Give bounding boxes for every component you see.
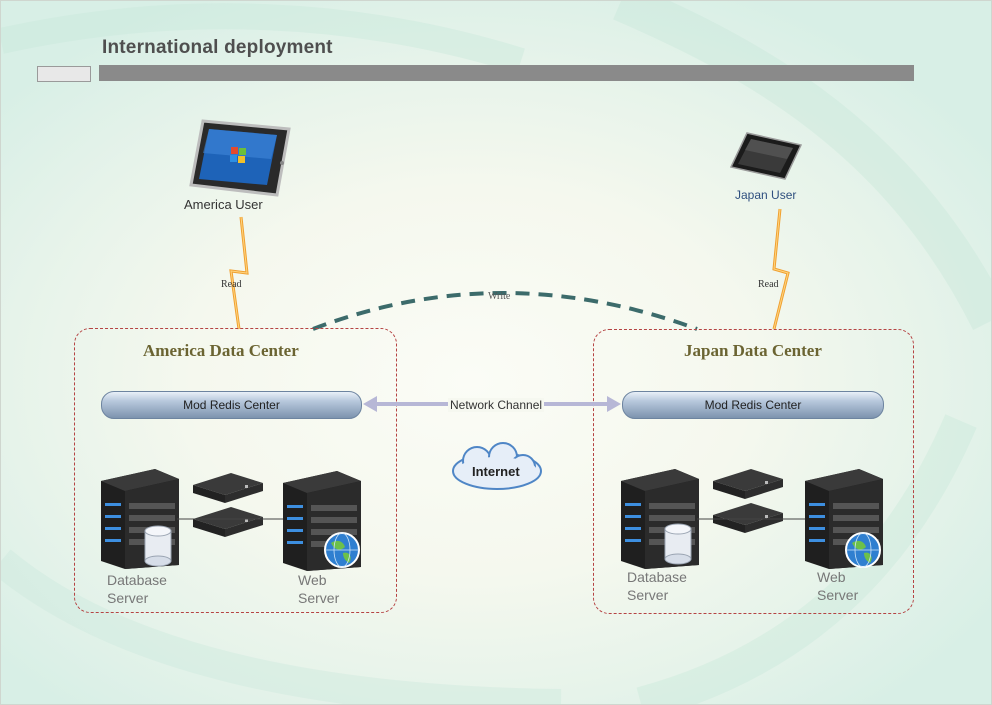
america-switch-icon: [193, 473, 263, 537]
america-server-link: [177, 518, 287, 520]
lightning-read-right-icon: [772, 208, 790, 330]
internet-cloud-icon: [452, 442, 542, 490]
read-left-label: Read: [221, 279, 242, 290]
smartphone-icon: [729, 132, 803, 180]
america-dc-title: America Data Center: [143, 341, 299, 360]
read-right-label: Read: [758, 279, 779, 290]
network-channel-label: Network Channel: [448, 398, 545, 412]
internet-label: Internet: [472, 464, 520, 479]
japan-redis-center: Mod Redis Center: [622, 391, 884, 419]
lightning-read-left-icon: [229, 216, 249, 330]
title-accent-box: [37, 66, 91, 82]
globe-icon: [845, 532, 881, 568]
japan-data-center: [593, 329, 914, 614]
write-arc: [312, 291, 698, 331]
america-redis-center: Mod Redis Center: [101, 391, 362, 419]
japan-switch-icon: [713, 469, 783, 533]
database-cylinder-icon: [664, 523, 692, 565]
globe-icon: [324, 532, 360, 568]
japan-dc-title: Japan Data Center: [684, 341, 822, 360]
title-underline-bar: [99, 65, 914, 81]
japan-database-server-icon: [621, 469, 699, 569]
japan-user-label: Japan User: [735, 188, 797, 202]
america-data-center: [74, 328, 397, 613]
tablet-icon: [189, 119, 291, 197]
page-title: International deployment: [102, 37, 333, 58]
america-user-label: America User: [184, 197, 263, 212]
write-label: Write: [488, 291, 511, 302]
database-cylinder-icon: [144, 525, 172, 567]
japan-server-link: [697, 518, 809, 520]
